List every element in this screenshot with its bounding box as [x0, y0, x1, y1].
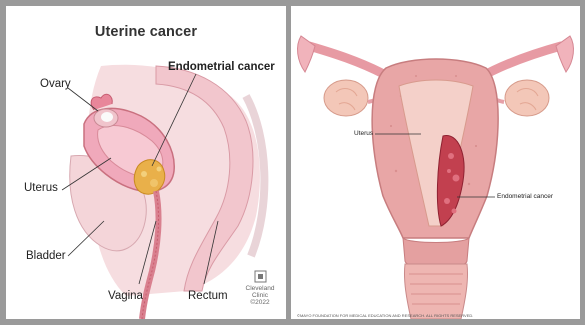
logo-line1: Cleveland — [242, 285, 278, 292]
frontal-uterus-illustration — [291, 6, 580, 319]
sagittal-pelvis-illustration — [6, 6, 286, 319]
logo-line2: Clinic — [242, 292, 278, 299]
uterus-label-right: Uterus — [354, 130, 373, 137]
uterus-label: Uterus — [24, 182, 58, 194]
endometrial-cancer-label: Endometrial cancer — [168, 61, 275, 73]
left-illustration-panel: Uterine cancer Ovary Endometrial cancer … — [6, 6, 286, 319]
ovary-label: Ovary — [40, 78, 71, 90]
figure-title: Uterine cancer — [6, 24, 286, 40]
vagina-label: Vagina — [108, 290, 143, 302]
bladder-label: Bladder — [26, 250, 66, 262]
copyright-credit: ©MAYO FOUNDATION FOR MEDICAL EDUCATION A… — [297, 313, 473, 318]
rectum-label: Rectum — [188, 290, 228, 302]
endometrial-cancer-label-right: Endometrial cancer — [497, 193, 553, 200]
logo-year: ©2022 — [242, 299, 278, 306]
right-illustration-panel: Uterus Endometrial cancer ©MAYO FOUNDATI… — [291, 6, 580, 319]
cleveland-clinic-logo: Cleveland Clinic ©2022 — [242, 285, 278, 306]
